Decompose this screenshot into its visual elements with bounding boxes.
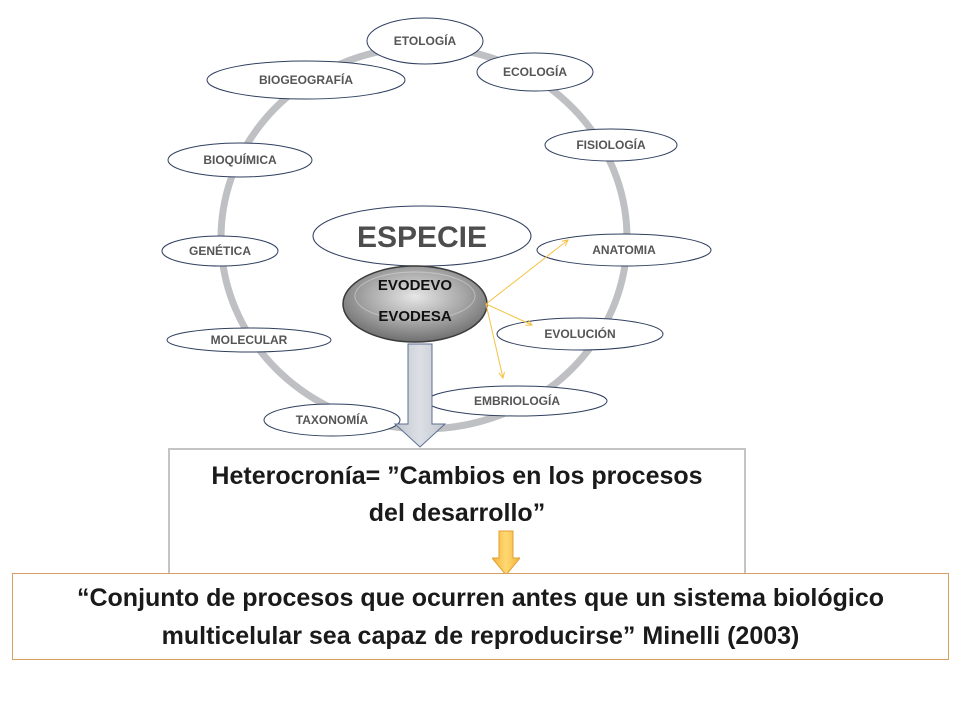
discipline-node: ETOLOGÍA bbox=[366, 17, 484, 65]
svg-text:TAXONOMÍA: TAXONOMÍA bbox=[296, 412, 369, 427]
heterocrony-box: Heterocronía= ”Cambios en los procesos d… bbox=[168, 448, 746, 578]
svg-text:BIOQUÍMICA: BIOQUÍMICA bbox=[203, 152, 277, 167]
discipline-node: EVOLUCIÓN bbox=[496, 317, 664, 351]
discipline-node: BIOGEOGRAFÍA bbox=[206, 60, 406, 100]
small-down-arrow bbox=[492, 530, 520, 576]
definition-box: “Conjunto de procesos que ocurren antes … bbox=[12, 573, 949, 660]
svg-text:ETOLOGÍA: ETOLOGÍA bbox=[394, 33, 457, 48]
svg-text:EMBRIOLOGÍA: EMBRIOLOGÍA bbox=[474, 393, 560, 408]
down-arrow bbox=[393, 343, 447, 448]
discipline-node: FISIOLOGÍA bbox=[544, 128, 678, 162]
discipline-node: EMBRIOLOGÍA bbox=[426, 385, 608, 417]
svg-text:ANATOMIA: ANATOMIA bbox=[592, 243, 656, 257]
evodesa-label: EVODESA bbox=[378, 308, 452, 325]
discipline-node: MOLECULAR bbox=[166, 327, 332, 353]
discipline-node: BIOQUÍMICA bbox=[167, 142, 313, 178]
svg-text:ECOLOGÍA: ECOLOGÍA bbox=[503, 64, 567, 79]
discipline-node: TAXONOMÍA bbox=[263, 403, 401, 437]
svg-text:MOLECULAR: MOLECULAR bbox=[211, 333, 288, 347]
evodevo-label: EVODEVO bbox=[378, 277, 453, 294]
definition-line-2: multicelular sea capaz de reproducirse” … bbox=[161, 622, 800, 650]
species-node: ESPECIE bbox=[312, 205, 532, 267]
heterocrony-line-2: del desarrollo” bbox=[368, 499, 546, 527]
discipline-node: GENÉTICA bbox=[161, 235, 279, 267]
svg-text:EVOLUCIÓN: EVOLUCIÓN bbox=[544, 326, 615, 341]
svg-text:ESPECIE: ESPECIE bbox=[357, 221, 487, 254]
definition-line-1: “Conjunto de procesos que ocurren antes … bbox=[76, 584, 885, 612]
evo-connector-arrows bbox=[485, 240, 568, 378]
svg-text:FISIOLOGÍA: FISIOLOGÍA bbox=[576, 137, 646, 152]
discipline-node: ECOLOGÍA bbox=[476, 52, 594, 92]
svg-text:BIOGEOGRAFÍA: BIOGEOGRAFÍA bbox=[259, 72, 353, 87]
svg-text:GENÉTICA: GENÉTICA bbox=[189, 243, 251, 258]
evo-node: EVODEVO EVODESA bbox=[342, 265, 488, 343]
discipline-node: ANATOMIA bbox=[536, 233, 712, 267]
heterocrony-line-1: Heterocronía= ”Cambios en los procesos bbox=[211, 462, 703, 490]
